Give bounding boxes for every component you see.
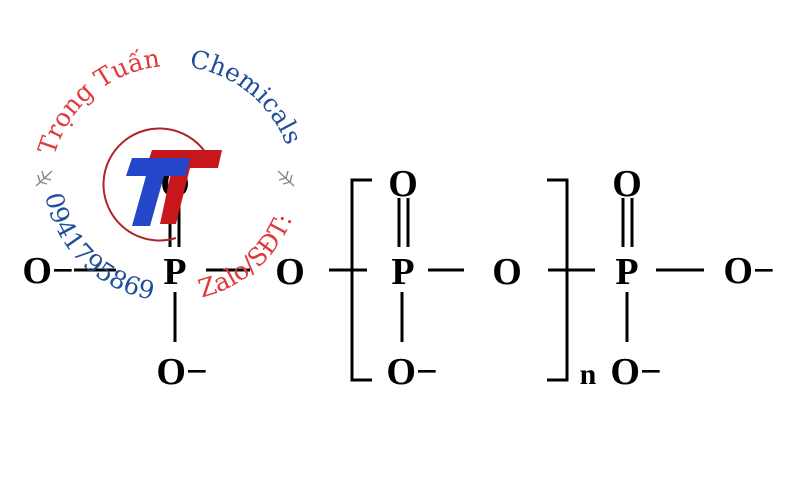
atom-p2: P (391, 251, 414, 293)
watermark-name-red: Trọng Tuấn (32, 44, 162, 158)
atom-o-bridge1: O (275, 251, 305, 293)
left-bracket (350, 178, 372, 382)
atom-o-bridge2: O (492, 251, 522, 293)
logo-t-red (146, 150, 222, 224)
atom-p3: P (615, 251, 638, 293)
logo-ring (102, 127, 213, 242)
atom-o-bottom3: O− (610, 351, 661, 393)
atom-o-bottom1: O− (156, 351, 207, 393)
laurel-right-icon (277, 170, 295, 187)
laurel-left-icon (35, 170, 53, 187)
bonds (74, 196, 704, 342)
atom-o-left: O− (22, 250, 73, 292)
right-bracket (547, 178, 569, 382)
repeat-subscript-n: n (580, 358, 597, 391)
logo-t-blue (126, 158, 190, 226)
watermark-name-blue: Chemicals (188, 44, 308, 148)
atoms: O− P O O− O P O O− O P O O− O− n (22, 163, 774, 393)
atom-o-top3: O (612, 163, 642, 205)
atom-o-bottom2: O− (386, 351, 437, 393)
atom-o-right: O− (723, 250, 774, 292)
atom-p1: P (163, 251, 186, 293)
atom-o-top2: O (388, 163, 418, 205)
brand-logo (102, 127, 222, 242)
